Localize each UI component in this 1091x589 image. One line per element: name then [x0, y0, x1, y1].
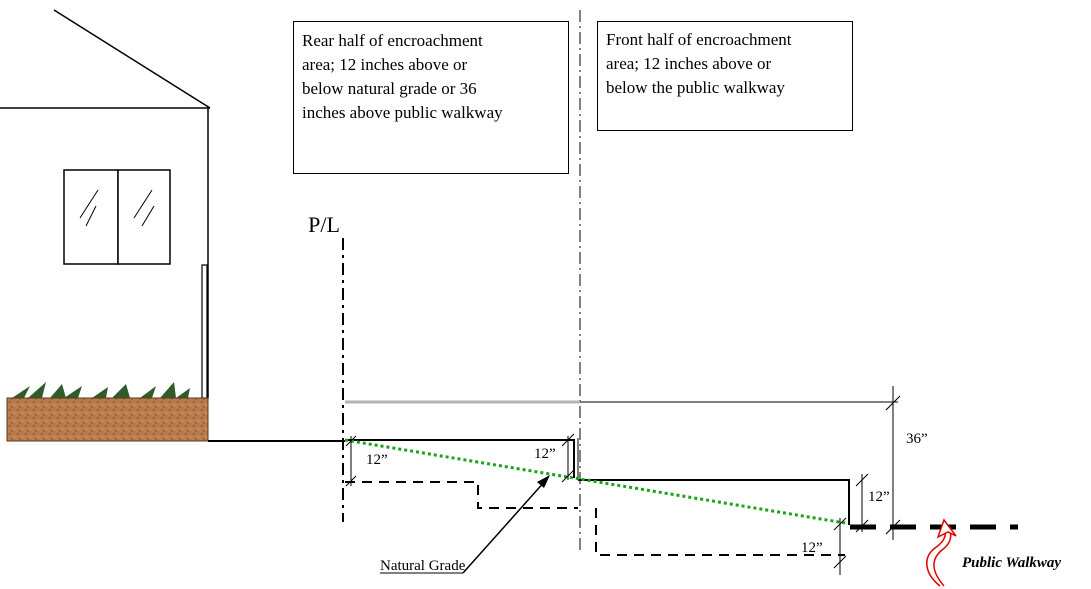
public-walkway-label: Public Walkway: [962, 555, 1061, 571]
plants: [12, 382, 190, 398]
natural-grade-leader: [462, 475, 550, 574]
dim-36-label: 36”: [906, 431, 928, 447]
front-box-line-1: Front half of encroachment: [606, 30, 792, 49]
natural-grade-label: Natural Grade: [380, 558, 466, 574]
natural-grade-line: [344, 438, 846, 525]
house-roof-line: [53, 9, 211, 109]
rear-box-line-2: area; 12 inches above or: [302, 55, 468, 74]
rear-box-line-1: Rear half of encroachment: [302, 31, 483, 50]
planter: [6, 382, 209, 442]
dim-front-below-label: 12”: [801, 540, 823, 556]
dim-rear-right-label: 12”: [534, 446, 556, 462]
house: [0, 9, 211, 399]
dim-36: [885, 386, 901, 540]
front-box-line-3: below the public walkway: [606, 78, 785, 97]
dim-rear-right: [561, 433, 575, 483]
front-upper-limit: [578, 479, 850, 525]
front-box-line-2: area; 12 inches above or: [606, 54, 772, 73]
property-line-label: P/L: [308, 212, 340, 237]
planter-soil: [6, 397, 209, 442]
rear-lower-limit: [345, 481, 578, 509]
rear-half-description-box: Rear half of encroachment area; 12 inche…: [293, 21, 569, 174]
rear-box-line-3: below natural grade or 36: [302, 79, 477, 98]
dim-rear-left-label: 12”: [366, 452, 388, 468]
walkway-arrow-icon: [926, 518, 957, 587]
dim-rear-left: [345, 435, 357, 487]
dim-front-step: [855, 473, 869, 533]
front-half-description-box: Front half of encroachment area; 12 inch…: [597, 21, 853, 131]
house-downspout: [201, 264, 208, 399]
rear-upper-limit: [345, 439, 575, 478]
front-lower-limit: [595, 508, 845, 556]
dim-front-step-label: 12”: [868, 489, 890, 505]
dim-front-below: [833, 517, 847, 575]
rear-box-line-4: inches above public walkway: [302, 103, 503, 122]
house-window: [63, 169, 171, 265]
